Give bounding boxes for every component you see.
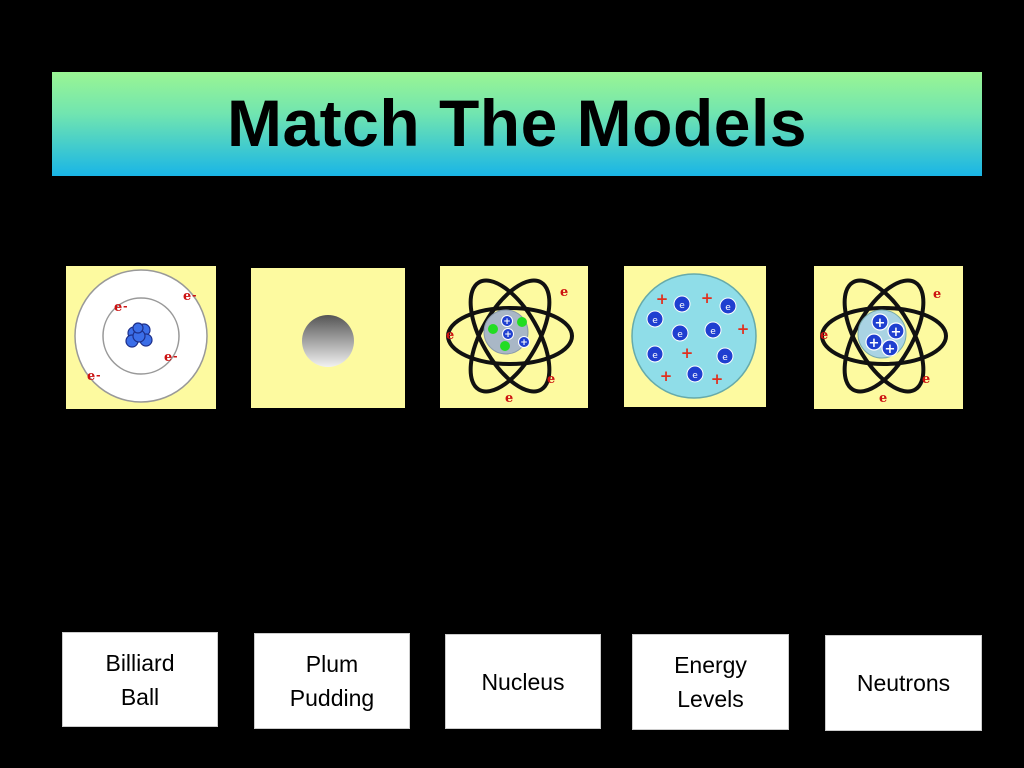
svg-text:+: + — [885, 342, 896, 357]
electron-label: e — [114, 300, 122, 315]
svg-text:+: + — [701, 289, 714, 307]
neutron-dots — [488, 317, 527, 351]
svg-text:e: e — [722, 353, 728, 363]
model-image-energy-levels[interactable]: e - e - e - e - — [66, 266, 216, 409]
svg-text:e: e — [725, 303, 731, 313]
electron-label: e — [87, 369, 95, 384]
svg-text:e: e — [710, 327, 716, 337]
electron-label: e — [933, 287, 941, 302]
label-card-energy-levels[interactable]: Energy Levels — [632, 634, 789, 730]
model-image-nucleus[interactable]: + + + e e e e — [440, 266, 588, 408]
svg-text:+: + — [660, 367, 673, 385]
svg-text:-: - — [96, 369, 101, 382]
svg-text:+: + — [656, 290, 669, 308]
label-card-plum-pudding[interactable]: Plum Pudding — [254, 633, 410, 729]
svg-text:e: e — [679, 301, 685, 311]
electron-label: e — [446, 328, 454, 343]
electron-label: e — [879, 391, 887, 406]
svg-text:e: e — [677, 330, 683, 340]
svg-text:-: - — [173, 350, 178, 363]
svg-text:+: + — [875, 316, 886, 331]
electron-label: e — [560, 285, 568, 300]
svg-text:+: + — [681, 344, 694, 362]
svg-text:e: e — [652, 316, 658, 326]
bohr-atom-diagram: e - e - e - e - — [74, 269, 208, 403]
electron-label: e — [922, 372, 930, 387]
svg-text:+: + — [504, 330, 512, 340]
nuclear-atom-diagram: + + + e e e e — [446, 278, 574, 406]
svg-text:+: + — [503, 317, 511, 327]
electron-label: e — [164, 350, 172, 365]
nucleus-cluster — [125, 322, 153, 348]
electron-label: e — [505, 391, 513, 406]
title-banner: Match The Models — [52, 72, 982, 176]
electron-label: e — [820, 328, 828, 343]
label-card-billiard-ball[interactable]: Billiard Ball — [62, 632, 218, 727]
electron-dots — [646, 295, 737, 383]
model-image-billiard-ball[interactable] — [251, 268, 405, 408]
proton-nucleus-diagram: + + + + e e e e — [820, 278, 948, 406]
proton-dots — [865, 313, 905, 357]
label-card-nucleus[interactable]: Nucleus — [445, 634, 601, 729]
proton-dots — [501, 315, 530, 348]
svg-text:+: + — [737, 320, 750, 338]
svg-text:e: e — [692, 371, 698, 381]
model-image-plum-pudding[interactable]: e e e e e e e e + + + + + + — [624, 266, 766, 407]
svg-text:+: + — [869, 336, 880, 351]
electron-label: e — [547, 372, 555, 387]
label-card-neutrons[interactable]: Neutrons — [825, 635, 982, 731]
plum-pudding-diagram: e e e e e e e e + + + + + + — [631, 273, 757, 399]
page-title: Match The Models — [226, 86, 808, 160]
svg-text:+: + — [711, 370, 724, 388]
svg-text:-: - — [123, 300, 128, 313]
svg-text:+: + — [891, 325, 902, 340]
svg-text:e: e — [652, 351, 658, 361]
model-image-neutrons[interactable]: + + + + e e e e — [814, 266, 963, 409]
billiard-ball-diagram — [302, 315, 354, 367]
electron-label: e — [183, 289, 191, 304]
svg-text:-: - — [192, 289, 197, 302]
svg-text:+: + — [520, 338, 528, 348]
